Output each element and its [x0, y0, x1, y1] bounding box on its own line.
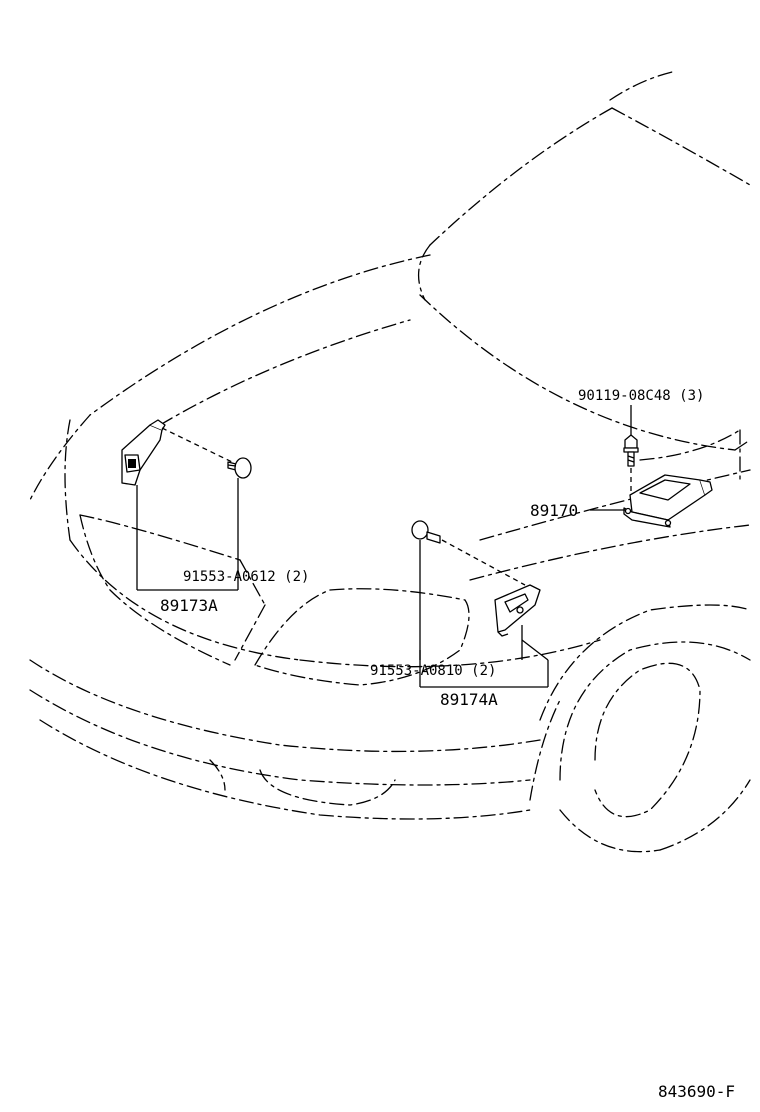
callout-ecu: 89170	[530, 501, 578, 520]
airbag-sensor-assembly-center	[623, 474, 713, 528]
front-airbag-sensor-right	[494, 584, 541, 637]
diagram-id: 843690-F	[658, 1082, 735, 1101]
screw-left	[227, 457, 252, 479]
front-airbag-sensor-left	[121, 419, 166, 486]
screw-right	[411, 520, 441, 544]
callout-sensor-right: 89174A	[440, 690, 498, 709]
callout-screw-left: 91553-A0612 (2)	[183, 569, 309, 585]
bolt-ecu	[623, 434, 639, 467]
callout-screw-right: 91553-A0810 (2)	[370, 663, 496, 679]
callout-sensor-left: 89173A	[160, 596, 218, 615]
callout-bolt-ecu: 90119-08C48 (3)	[578, 388, 704, 404]
car-body-outline	[29, 71, 751, 853]
